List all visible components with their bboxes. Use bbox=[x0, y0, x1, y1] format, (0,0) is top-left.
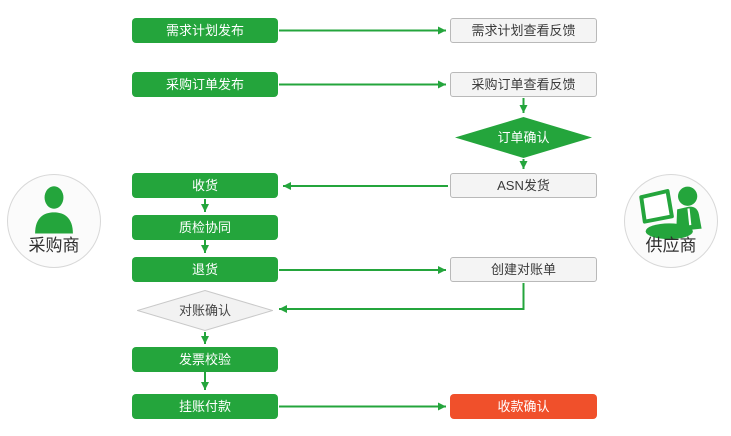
supplier-label: 供应商 bbox=[645, 236, 697, 255]
node-po-publish: 采购订单发布 bbox=[132, 72, 278, 97]
node-demand-publish: 需求计划发布 bbox=[132, 18, 278, 43]
node-recon-confirm: 对账确认 bbox=[137, 290, 273, 331]
supplier-actor: 供应商 bbox=[624, 174, 718, 268]
node-book-payment: 挂账付款 bbox=[132, 394, 278, 419]
node-invoice-check: 发票校验 bbox=[132, 347, 278, 372]
recon-confirm-diamond-shape bbox=[137, 290, 273, 331]
node-demand-feedback: 需求计划查看反馈 bbox=[450, 18, 597, 43]
buyer-person-icon bbox=[35, 186, 73, 234]
buyer-actor: 采购商 bbox=[7, 174, 101, 268]
order-confirm-label: 订单确认 bbox=[497, 130, 550, 145]
order-confirm-diamond-shape bbox=[455, 117, 592, 158]
node-quality-check: 质检协同 bbox=[132, 215, 278, 240]
node-po-feedback: 采购订单查看反馈 bbox=[450, 72, 597, 97]
node-return-goods: 退货 bbox=[132, 257, 278, 282]
node-order-confirm: 订单确认 bbox=[455, 117, 592, 158]
supplier-laptop-person-icon bbox=[639, 186, 702, 240]
node-receipt-confirm: 收款确认 bbox=[450, 394, 597, 419]
node-receive: 收货 bbox=[132, 173, 278, 198]
buyer-label: 采购商 bbox=[28, 236, 80, 255]
recon-confirm-label: 对账确认 bbox=[178, 303, 231, 318]
node-asn-ship: ASN发货 bbox=[450, 173, 597, 198]
node-create-statement: 创建对账单 bbox=[450, 257, 597, 282]
